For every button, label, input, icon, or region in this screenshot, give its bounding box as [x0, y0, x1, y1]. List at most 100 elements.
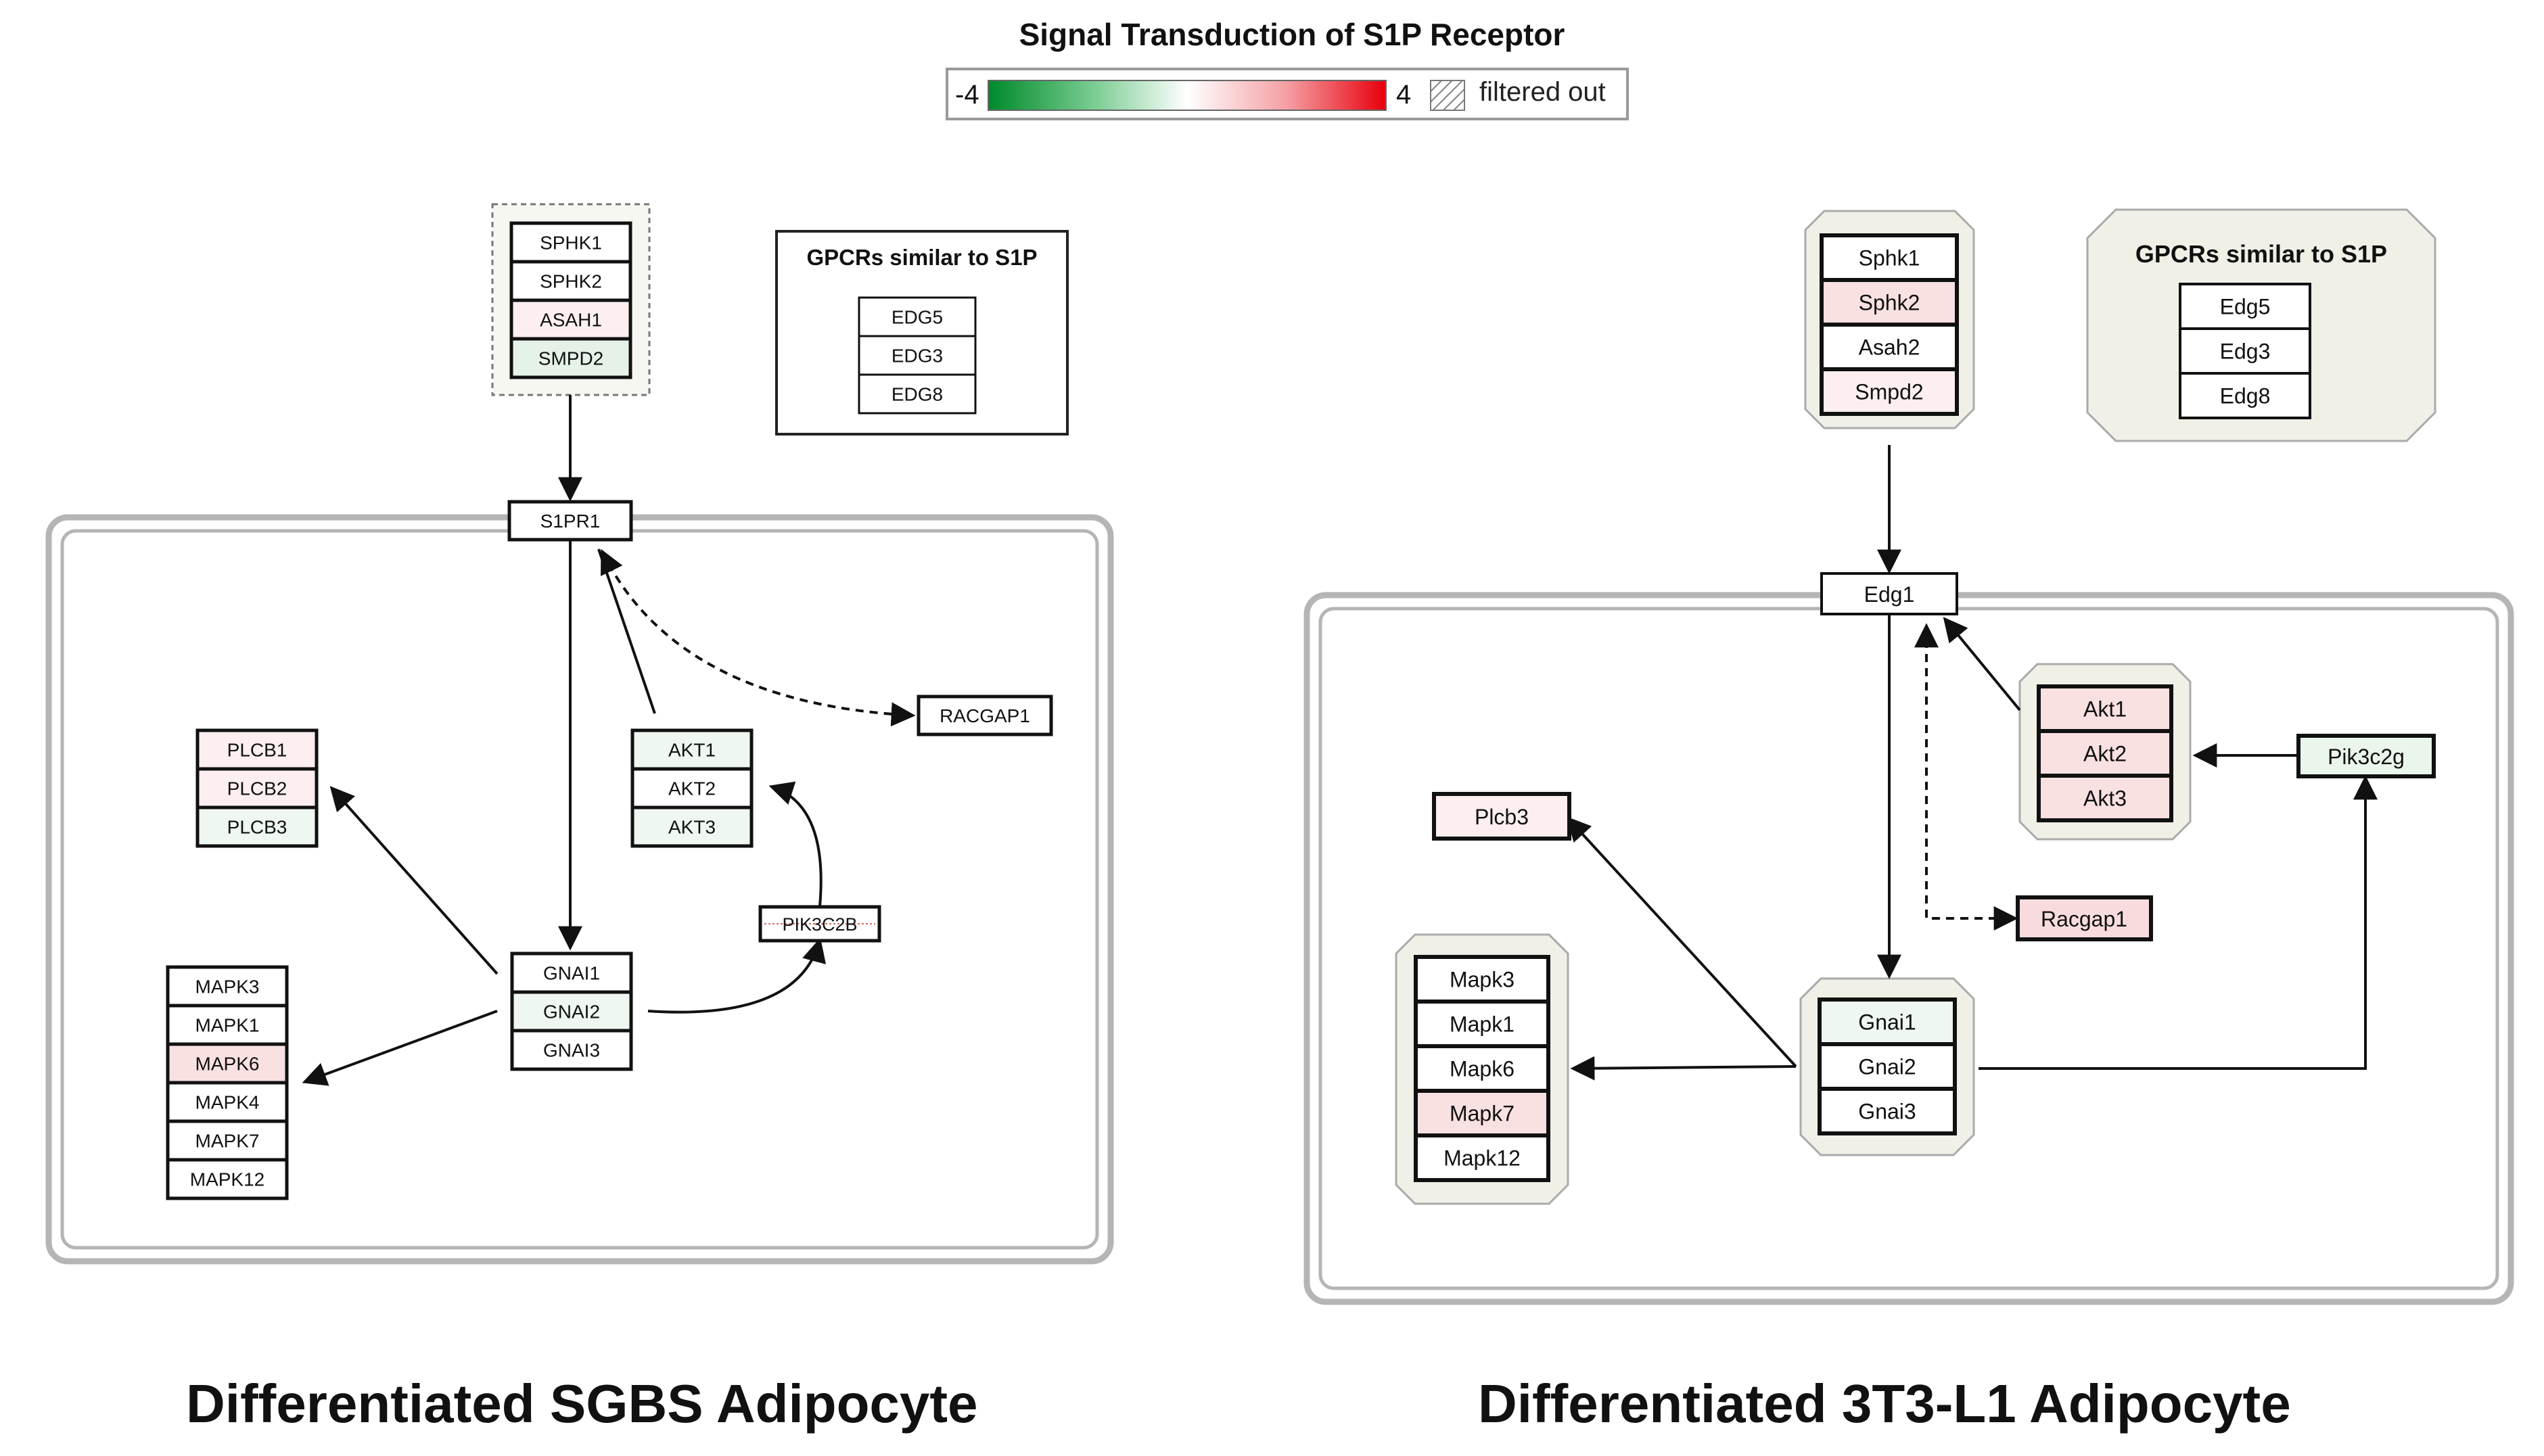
right-mapk-box-2 — [1414, 1044, 1550, 1093]
left-gpcr-label-2: EDG8 — [892, 384, 943, 405]
right-sphk-label-2: Asah2 — [1859, 335, 1920, 360]
left-sphk-box-3 — [509, 337, 632, 379]
filtered-out-swatch — [1430, 80, 1465, 111]
left-mapk-label-1: MAPK1 — [195, 1015, 260, 1036]
left-sphk-label-1: SPHK2 — [540, 271, 602, 292]
right-gpcr-label-1: Edg3 — [2220, 339, 2271, 364]
left-plcb-label-2: PLCB3 — [227, 817, 287, 838]
right-mapk-label-0: Mapk3 — [1450, 968, 1514, 992]
left-node-receptor: S1PR1 — [507, 500, 633, 542]
right-gnai-box-2 — [1818, 1087, 1957, 1135]
right-akt-box-1 — [2037, 729, 2173, 778]
left-gnai-box-0 — [510, 952, 633, 994]
left-edge-gnai-pik3c2b — [647, 937, 827, 1014]
left-edge-pik3c2b-akt — [768, 781, 823, 907]
right-sphk-box-3 — [1820, 367, 1959, 416]
left-sphk-box-0 — [509, 221, 632, 264]
left-gnai-box-1 — [510, 990, 633, 1033]
right-akt-label-2: Akt3 — [2083, 786, 2127, 811]
right-mapk-label-2: Mapk6 — [1450, 1057, 1514, 1081]
right-mapk-box-4 — [1414, 1133, 1550, 1182]
color-legend: -4 4 filtered out — [946, 68, 1629, 120]
left-node-racgap1: RACGAP1 — [917, 695, 1053, 736]
left-gpcr-title: GPCRs similar to S1P — [806, 245, 1037, 270]
left-plcb-label-0: PLCB1 — [227, 740, 287, 761]
left-gnai-label-2: GNAI3 — [543, 1040, 600, 1061]
right-akt-label-0: Akt1 — [2083, 697, 2127, 722]
left-gpcr-box-2 — [858, 373, 977, 415]
right-node-racgap1: Racgap1 — [2016, 895, 2153, 941]
left-plcb-label-1: PLCB2 — [227, 778, 287, 799]
right-gpcr-box-2 — [2179, 372, 2311, 419]
left-mapk-label-2: MAPK6 — [195, 1054, 260, 1075]
right-gpcr-label-0: Edg5 — [2220, 295, 2271, 319]
right-edge-gnai-pik3c2g — [1979, 775, 2378, 1070]
left-sphk-label-2: ASAH1 — [540, 310, 602, 331]
left-sphk-label-0: SPHK1 — [540, 233, 602, 254]
left-akt-label-2: AKT3 — [668, 817, 716, 838]
right-node-plcb3: Plcb3 — [1432, 792, 1571, 841]
left-edge-gnai-mapk — [302, 1010, 498, 1086]
legend-max-label: 4 — [1396, 80, 1412, 110]
left-gnai-label-1: GNAI2 — [543, 1002, 600, 1023]
right-receptor-label: Edg1 — [1864, 582, 1915, 607]
right-edge-edg1-racgap1 — [1914, 623, 2018, 931]
left-edge-s1pr1-racgap1 — [601, 548, 916, 727]
right-gnai-label-2: Gnai3 — [1858, 1100, 1916, 1124]
right-racgap1-label: Racgap1 — [2041, 907, 2127, 931]
left-gnai-box-2 — [510, 1029, 633, 1071]
right-sphk-box-1 — [1820, 278, 1959, 327]
right-gnai-box-0 — [1818, 997, 1957, 1046]
left-mapk-label-4: MAPK7 — [195, 1131, 260, 1152]
right-node-pik3c2g: Pik3c2g — [2296, 734, 2436, 778]
left-mapk-box-2 — [166, 1042, 289, 1085]
right-sphk-label-0: Sphk1 — [1859, 246, 1920, 271]
diagram-title: Signal Transduction of S1P Receptor — [1019, 17, 1565, 52]
right-sphk-box-2 — [1820, 323, 1959, 371]
right-mapk-box-0 — [1414, 955, 1550, 1004]
left-mapk-box-5 — [166, 1158, 289, 1200]
left-mapk-label-0: MAPK3 — [195, 977, 260, 997]
left-akt-label-1: AKT2 — [668, 778, 716, 799]
left-akt-box-0 — [630, 728, 754, 771]
left-edge-gnai-plcb — [329, 786, 499, 975]
left-mapk-box-3 — [166, 1081, 289, 1123]
right-gpcr-box-1 — [2179, 327, 2311, 375]
right-gnai-label-0: Gnai1 — [1858, 1010, 1916, 1035]
right-edge-akt-edg1 — [1943, 617, 2021, 711]
right-mapk-label-1: Mapk1 — [1450, 1012, 1514, 1037]
left-mapk-label-3: MAPK4 — [195, 1092, 260, 1113]
left-sphk-box-2 — [509, 298, 632, 341]
left-gpcr-box-1 — [858, 335, 977, 376]
left-mapk-label-5: MAPK12 — [190, 1169, 265, 1190]
right-gpcr-box-0 — [2179, 283, 2311, 330]
right-plcb3-label: Plcb3 — [1475, 805, 1529, 829]
left-edge-akt-s1pr1 — [597, 548, 656, 714]
right-gnai-label-1: Gnai2 — [1858, 1055, 1916, 1079]
right-mapk-box-3 — [1414, 1089, 1550, 1137]
left-gpcr-label-1: EDG3 — [892, 346, 943, 367]
right-mapk-label-4: Mapk12 — [1443, 1146, 1521, 1171]
right-panel-caption: Differentiated 3T3-L1 Adipocyte — [1478, 1373, 2291, 1434]
left-gnai-label-0: GNAI1 — [543, 963, 600, 984]
left-receptor-label: S1PR1 — [540, 511, 601, 532]
left-gpcr-label-0: EDG5 — [892, 307, 943, 328]
right-akt-box-2 — [2037, 774, 2173, 822]
legend-min-label: -4 — [955, 80, 979, 110]
left-mapk-box-1 — [166, 1004, 289, 1046]
right-gpcr-title: GPCRs similar to S1P — [2135, 240, 2387, 268]
legend-filtered-label: filtered out — [1479, 77, 1606, 107]
right-node-receptor: Edg1 — [1820, 572, 1958, 615]
left-akt-label-0: AKT1 — [668, 740, 716, 761]
left-sphk-label-3: SMPD2 — [538, 348, 603, 369]
